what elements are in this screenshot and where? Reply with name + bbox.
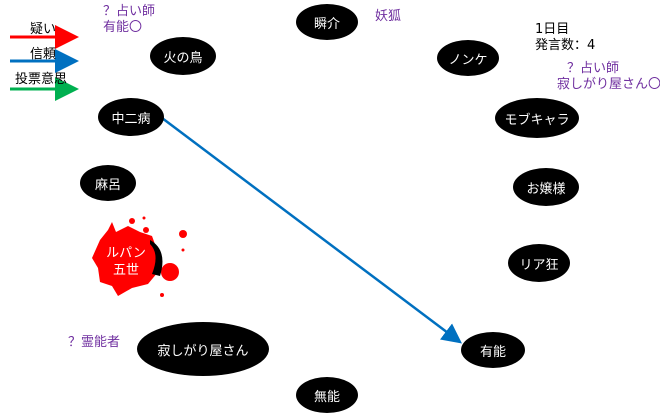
note-line: 寂しがり屋さん〇 bbox=[557, 77, 660, 92]
statement-count: 発言数：4 bbox=[535, 38, 596, 53]
node-munou[interactable]: 無能 bbox=[296, 377, 358, 413]
seer-claim-note-1: ？占い師有能〇 bbox=[103, 4, 155, 36]
node-mobchara[interactable]: モブキャラ bbox=[495, 98, 579, 138]
note-line: ？占い師 bbox=[103, 4, 156, 19]
note-line: ？占い師 bbox=[567, 61, 620, 76]
trust-arrow-chuunibyou-to-yuunou bbox=[161, 117, 462, 344]
node-ojousama[interactable]: お嬢様 bbox=[513, 168, 579, 206]
node-shunsuke[interactable]: 瞬介 bbox=[296, 4, 358, 40]
node-nonke[interactable]: ノンケ bbox=[437, 40, 499, 76]
seer-claim-note-2: ？占い師寂しがり屋さん〇 bbox=[557, 61, 660, 93]
legend-trust-label: 信頼 bbox=[30, 47, 57, 62]
node-chuunibyou[interactable]: 中二病 bbox=[98, 98, 164, 136]
day-label: 1日目 bbox=[535, 22, 570, 37]
day-info: 1日目発言数：4 bbox=[535, 22, 595, 54]
fox-note: 妖狐 bbox=[375, 9, 402, 24]
node-sabishigariya[interactable]: 寂しがり屋さん bbox=[137, 322, 269, 376]
node-hinotori[interactable]: 火の鳥 bbox=[150, 37, 216, 75]
blood-shadow bbox=[150, 240, 163, 276]
blood-splatter bbox=[92, 216, 187, 297]
node-maro[interactable]: 麻呂 bbox=[80, 165, 136, 201]
legend-doubt-label: 疑い bbox=[30, 22, 57, 37]
node-lupin[interactable]: ルパン 五世 bbox=[96, 242, 156, 282]
node-riakyou[interactable]: リア狂 bbox=[508, 244, 570, 282]
medium-claim-note: ？霊能者 bbox=[68, 335, 121, 350]
node-yuunou[interactable]: 有能 bbox=[461, 332, 525, 368]
note-line: 有能〇 bbox=[103, 20, 143, 35]
node-lupin-line2: 五世 bbox=[112, 263, 139, 278]
legend-vote-label: 投票意思 bbox=[15, 72, 68, 87]
node-lupin-line1: ルパン bbox=[106, 246, 146, 261]
